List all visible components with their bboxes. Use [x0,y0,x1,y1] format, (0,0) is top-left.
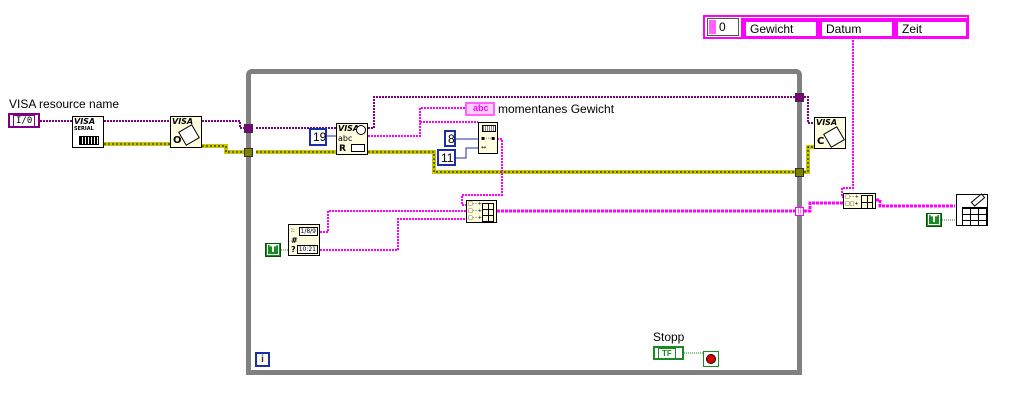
string-array-wire [876,198,955,208]
pencil-icon [970,193,986,207]
array-element[interactable]: Gewicht [744,20,818,38]
array-element[interactable]: Datum [820,20,894,38]
array-tunnel-out: [] [795,207,804,216]
index-stepper-icon[interactable] [709,20,716,34]
book-icon [823,126,845,148]
buffer-icon [351,144,365,152]
visa-read-mid: abc [338,134,353,143]
serial-port-icon [79,136,99,145]
format-date-time-node[interactable]: ⁝: 1/8/9 # ? 10:21 [288,224,320,256]
visa-configure-serial-node[interactable]: VISA SERIAL [72,116,104,148]
length-constant[interactable]: 11 [437,149,456,166]
error-tunnel-in [244,148,253,157]
visa-open-mark: O [173,135,182,146]
array-index-value: 0 [719,20,726,34]
numeric-wire [456,147,478,159]
visa-read-mark: R [339,144,346,154]
visa-open-node[interactable]: VISA O [170,116,202,148]
visa-terminal-text: I/0 [13,115,36,128]
true-constant-datetime[interactable]: T [265,243,281,257]
visa-serial-subtitle: SERIAL [74,126,94,132]
true-constant-spreadsheet[interactable]: T [926,213,942,227]
clock-icon [356,125,366,135]
array-index-display[interactable]: 0 [707,18,739,36]
visa-read-node[interactable]: VISA abc R [336,123,368,155]
visa-serial-title: VISA [74,117,96,126]
string-wire [320,210,466,233]
stop-label: Stopp [653,330,685,344]
visa-close-title: VISA [816,118,838,127]
byte-count-constant[interactable]: 19 [309,128,327,146]
spreadsheet-grid-icon [962,207,988,226]
visa-close-mark: C [817,136,825,147]
stop-terminal-text: TF [658,348,676,359]
string-wire [320,218,466,251]
visa-read-title: VISA [338,124,360,133]
array-grid-icon [482,203,494,222]
visa-tunnel-in [244,124,253,133]
string-subset-node[interactable]: ▪⋯▪ ↔ [478,122,498,154]
header-array-constant[interactable]: 0 Gewicht Datum Zeit [703,15,969,39]
weight-indicator-label: momentanes Gewicht [498,102,615,116]
weight-indicator-terminal[interactable]: abc [465,102,495,116]
visa-resource-wire [368,96,796,129]
array-element[interactable]: Zeit [896,20,968,38]
date-output-box: 1/8/9 [298,227,318,236]
build-array-node-inner[interactable]: □⋯+□⋯+□⋯+ [466,200,497,223]
stop-sign-icon [706,354,716,364]
visa-resource-wire [202,120,250,129]
visa-resource-label: VISA resource name [9,97,120,111]
write-spreadsheet-node[interactable] [956,193,988,226]
error-wire [804,145,816,174]
iteration-terminal: i [255,352,270,367]
array-grid-icon [861,195,873,209]
stop-control-terminal[interactable]: TF [653,346,684,360]
visa-resource-terminal[interactable]: I/0 [8,113,40,128]
visa-tunnel-out [795,93,804,102]
while-loop[interactable] [246,69,802,375]
visa-open-title: VISA [172,117,194,126]
offset-constant[interactable]: 8 [444,130,456,147]
visa-resource-wire [804,96,816,124]
string-subset-icon [482,125,496,132]
string-array-wire [804,201,846,213]
indicator-terminal-text: abc [473,103,489,113]
string-wire [461,138,503,206]
time-output-box: 10:21 [296,245,318,254]
error-tunnel-out [795,168,804,177]
visa-close-node[interactable]: VISA C [814,117,846,149]
build-array-node-outer[interactable]: □⋯+□□+ [843,193,876,209]
loop-condition-terminal[interactable] [703,351,719,367]
